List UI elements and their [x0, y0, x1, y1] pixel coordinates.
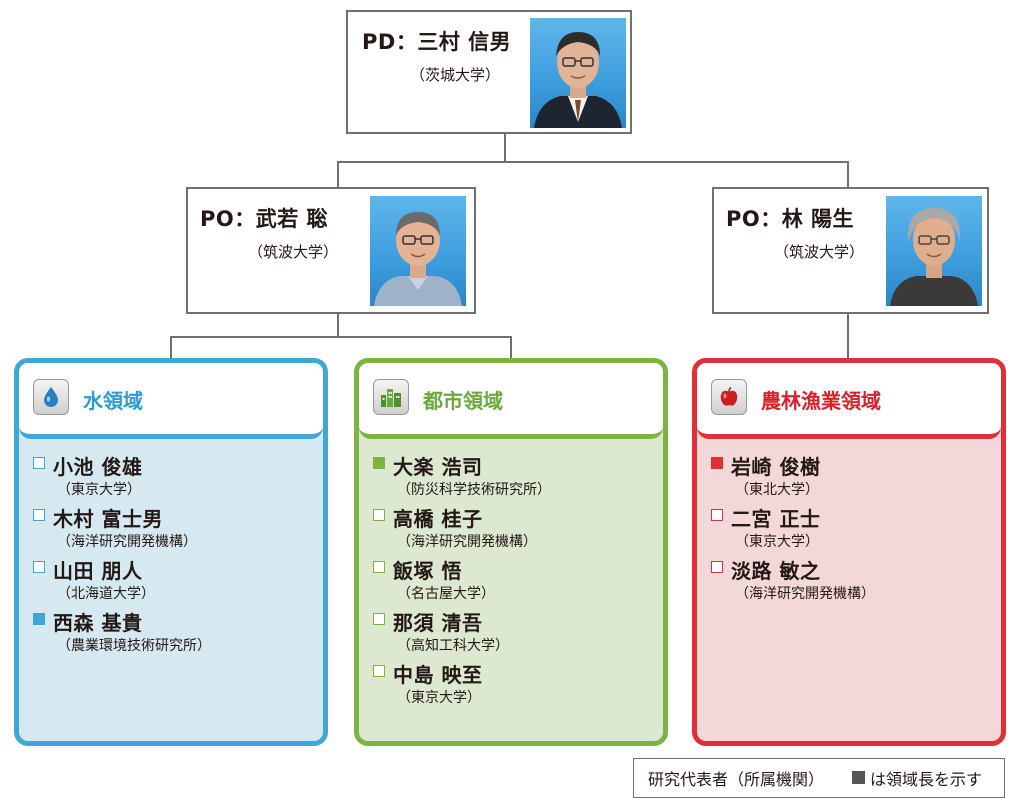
connector-po-left-down: [337, 313, 339, 337]
member-name: 岩崎 俊樹: [731, 455, 821, 479]
domain-agriculture: 農林漁業領域 岩崎 俊樹 （東北大学） 二宮 正士 （東京大学） 淡路 敏之 （…: [692, 358, 1006, 746]
apple-icon: [711, 379, 747, 415]
legend-text: 研究代表者（所属機関）: [648, 770, 825, 789]
member-marker: [373, 613, 385, 625]
domain-water-header: 水領域: [19, 363, 323, 439]
member-affiliation: （東京大学）: [397, 690, 481, 706]
member-name: 淡路 敏之: [731, 559, 821, 583]
connector-po-left-up: [337, 161, 339, 189]
member-affiliation: （東京大学）: [735, 534, 819, 550]
member-marker: [711, 561, 723, 573]
po-left-photo: [370, 196, 466, 306]
domain-water: 水領域 小池 俊雄 （東京大学） 木村 富士男 （海洋研究開発機構） 山田 朋人…: [14, 358, 328, 746]
member-marker: [373, 665, 385, 677]
member-name: 那須 清吾: [393, 611, 483, 635]
connector-water-up: [170, 336, 172, 360]
po-left-affiliation: （筑波大学）: [248, 243, 339, 261]
pd-affiliation: （茨城大学）: [410, 66, 501, 84]
member-affiliation: （海洋研究開発機構）: [397, 534, 537, 550]
connector-urban-up: [510, 336, 512, 360]
member-marker: [373, 509, 385, 521]
po-left-name: PO：武若 聡: [200, 207, 329, 231]
po-right-photo: [886, 196, 982, 306]
member-marker: [711, 509, 723, 521]
domain-urban: 都市領域 大楽 浩司 （防災科学技術研究所） 高橋 桂子 （海洋研究開発機構） …: [354, 358, 668, 746]
domain-agriculture-title: 農林漁業領域: [761, 389, 881, 413]
member-affiliation: （防災科学技術研究所）: [397, 482, 551, 498]
member-affiliation: （高知工科大学）: [397, 638, 509, 654]
member-name: 中島 映至: [393, 663, 483, 687]
domain-water-title: 水領域: [83, 389, 143, 413]
member-marker-lead: [711, 457, 723, 469]
member-affiliation: （東京大学）: [57, 482, 141, 498]
connector-pd-down: [504, 132, 506, 162]
po-right-box: PO：林 陽生 （筑波大学）: [712, 187, 989, 314]
legend-note: は領域長を示す: [870, 770, 983, 789]
buildings-icon: [373, 379, 409, 415]
member-name: 山田 朋人: [53, 559, 143, 583]
member-marker-lead: [33, 613, 45, 625]
legend-lead-marker: [852, 771, 865, 784]
member-marker: [33, 509, 45, 521]
pd-box: PD：三村 信男 （茨城大学）: [346, 10, 632, 134]
member-marker: [33, 457, 45, 469]
member-name: 木村 富士男: [53, 507, 163, 531]
po-left-box: PO：武若 聡 （筑波大学）: [186, 187, 476, 314]
member-name: 高橋 桂子: [393, 507, 483, 531]
member-name: 小池 俊雄: [53, 455, 143, 479]
domain-urban-header: 都市領域: [359, 363, 663, 439]
member-affiliation: （北海道大学）: [57, 586, 155, 602]
member-name: 大楽 浩司: [393, 455, 483, 479]
pd-photo: [530, 18, 626, 128]
connector-domain-horizontal: [170, 336, 512, 338]
connector-po-right-down: [847, 313, 849, 360]
member-marker: [373, 561, 385, 573]
member-marker-lead: [373, 457, 385, 469]
member-affiliation: （名古屋大学）: [397, 586, 495, 602]
member-affiliation: （海洋研究開発機構）: [57, 534, 197, 550]
water-drop-icon: [33, 379, 69, 415]
pd-name: PD：三村 信男: [362, 30, 512, 54]
legend-box: 研究代表者（所属機関） は領域長を示す: [633, 758, 1005, 798]
member-affiliation: （農業環境技術研究所）: [57, 638, 211, 654]
po-right-affiliation: （筑波大学）: [774, 243, 865, 261]
po-right-name: PO：林 陽生: [726, 207, 855, 231]
member-affiliation: （海洋研究開発機構）: [735, 586, 875, 602]
member-name: 飯塚 悟: [393, 559, 462, 583]
member-marker: [33, 561, 45, 573]
connector-po-horizontal: [337, 161, 849, 163]
member-affiliation: （東北大学）: [735, 482, 819, 498]
connector-po-right-up: [847, 161, 849, 189]
domain-agriculture-header: 農林漁業領域: [697, 363, 1001, 439]
member-name: 西森 基貴: [53, 611, 143, 635]
domain-urban-title: 都市領域: [423, 389, 503, 413]
member-name: 二宮 正士: [731, 507, 821, 531]
